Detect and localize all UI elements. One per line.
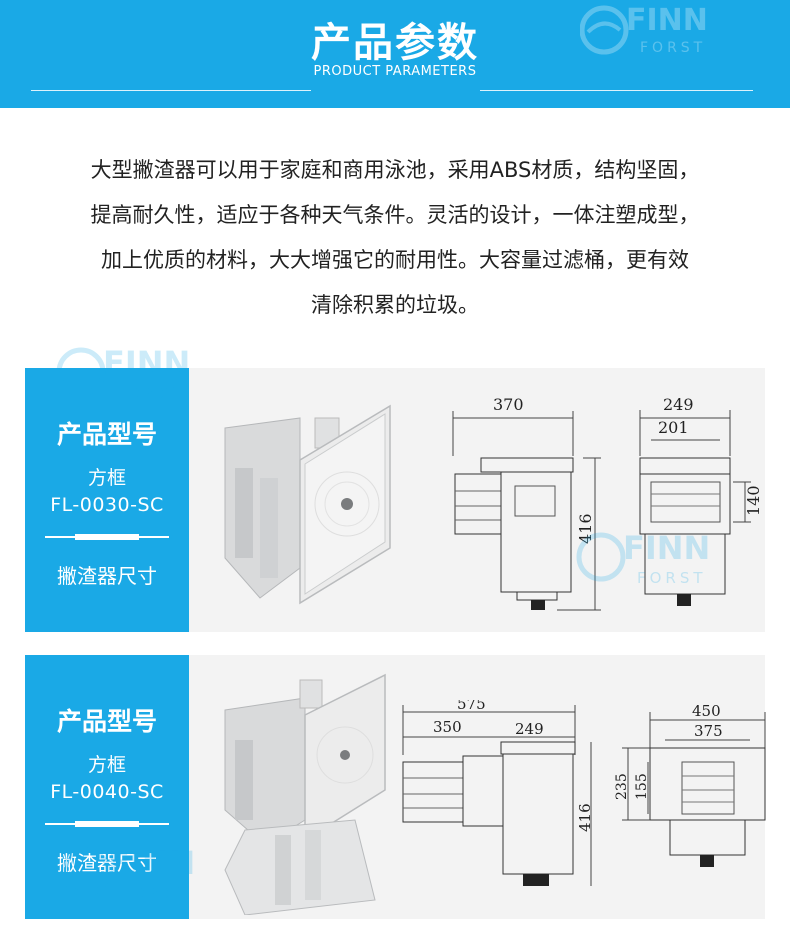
model-footer: 撇渣器尺寸: [57, 851, 157, 875]
side-dimension-drawing: 370 416: [452, 396, 601, 611]
dim-front-width: 450: [692, 702, 721, 720]
model-shape: 方框: [87, 467, 126, 489]
front-dimension-drawing: 450 375 235 155: [614, 702, 766, 867]
model-sidebar: 产品型号 方框 FL-0030-SC 撇渣器尺寸: [25, 368, 189, 632]
skimmer-product-image: [224, 404, 391, 605]
model-code: FL-0040-SC: [50, 781, 164, 803]
product-description: 大型撇渣器可以用于家庭和商用泳池，采用ABS材质，结构坚固， 提高耐久性，适应于…: [30, 148, 760, 328]
model-shape: 方框: [87, 754, 126, 776]
dim-front-inner: 375: [694, 722, 723, 740]
model-footer: 撇渣器尺寸: [57, 564, 157, 588]
svg-text:FINN: FINN: [626, 3, 708, 38]
svg-text:FINN: FINN: [108, 844, 195, 882]
brand-watermark-logo: FINN FORST: [580, 3, 708, 56]
brand-watermark-logo: FINN FORST: [61, 844, 195, 902]
svg-text:FORST: FORST: [117, 384, 187, 402]
dim-side-height: 416: [576, 513, 595, 544]
description-line: 加上优质的材料，大大增强它的耐用性。大容量过滤桶，更有效: [101, 248, 689, 272]
dim-front-height: 140: [744, 485, 763, 516]
sidebar-divider: [45, 534, 169, 540]
product-panel-2: 产品型号 方框 FL-0040-SC 撇渣器尺寸 575 350 249: [25, 655, 766, 919]
front-dimension-drawing: 249 201 140: [639, 396, 763, 606]
model-title: 产品型号: [56, 420, 157, 449]
dim-side-inner: 350: [433, 718, 462, 736]
page-title: 产品参数: [311, 20, 479, 66]
svg-text:FINN: FINN: [623, 529, 710, 567]
dim-front-outer-height: 235: [614, 773, 630, 800]
side-dimension-drawing: 575 350 249 416: [402, 700, 594, 886]
dim-side-total: 575: [457, 700, 486, 713]
dim-front-inner: 201: [658, 418, 689, 437]
product-panel-1: 产品型号 方框 FL-0030-SC 撇渣器尺寸 370 416: [25, 368, 765, 632]
header-divider-right: [480, 90, 753, 91]
description-line: 大型撇渣器可以用于家庭和商用泳池，采用ABS材质，结构坚固，: [90, 158, 700, 182]
description-line: 提高耐久性，适应于各种天气条件。灵活的设计，一体注塑成型，: [90, 203, 700, 227]
dim-front-width: 249: [663, 396, 694, 414]
header-banner: 产品参数 PRODUCT PARAMETERS FINN FORST: [0, 0, 790, 108]
model-sidebar: 产品型号 方框 FL-0040-SC 撇渣器尺寸: [25, 655, 189, 919]
skimmer-product-image: [224, 673, 386, 915]
svg-text:FORST: FORST: [640, 40, 706, 56]
model-title: 产品型号: [56, 707, 157, 736]
dim-side-top: 249: [515, 720, 544, 738]
svg-text:FORST: FORST: [637, 569, 707, 587]
dim-side-height: 416: [576, 803, 594, 832]
dim-side-width: 370: [493, 396, 524, 414]
brand-watermark-logo: FINN FORST: [576, 529, 710, 587]
sidebar-divider: [45, 821, 169, 827]
dim-front-inner-height: 155: [634, 773, 650, 800]
page-subtitle: PRODUCT PARAMETERS: [313, 64, 477, 79]
brand-watermark-logo: FINN FORST: [56, 344, 190, 402]
description-line: 清除积累的垃圾。: [311, 293, 479, 317]
header-divider-left: [31, 90, 311, 91]
svg-text:FINN: FINN: [103, 344, 190, 382]
model-code: FL-0030-SC: [50, 494, 164, 516]
svg-text:FORST: FORST: [122, 884, 192, 902]
